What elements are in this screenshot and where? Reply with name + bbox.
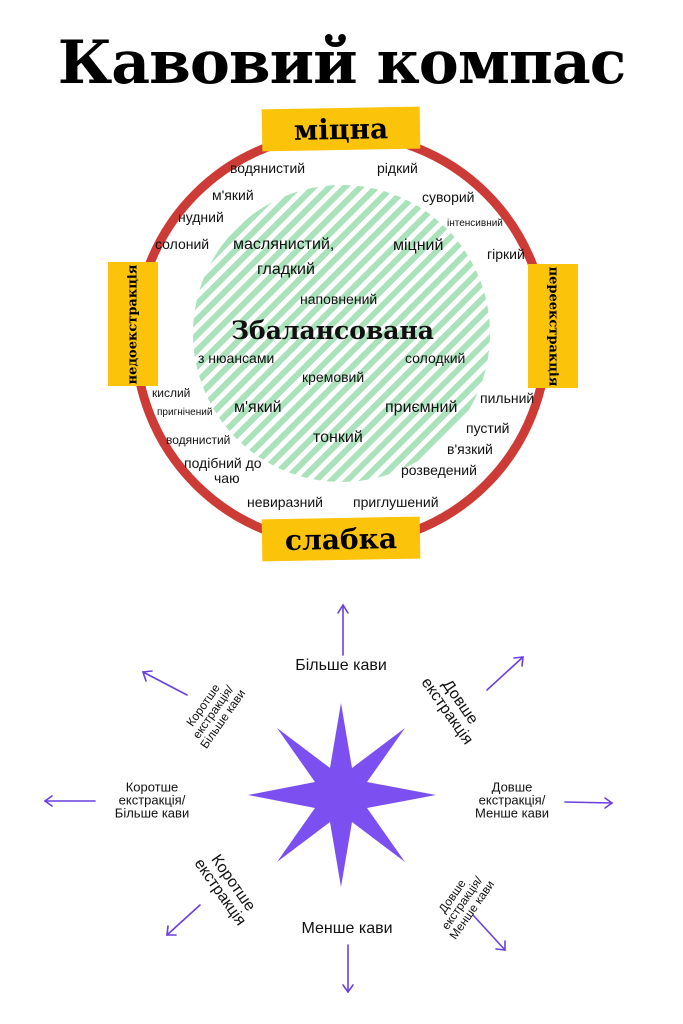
page-title: Кавовий компас — [57, 28, 627, 98]
descriptor: кремовий — [302, 369, 365, 385]
descriptor: розведений — [401, 462, 477, 478]
line: екстракція/ — [118, 792, 186, 808]
balanced-label: Збалансована — [231, 316, 434, 345]
descriptor: м'який — [212, 187, 254, 203]
descriptor: наповнений — [300, 291, 378, 307]
descriptor: солоний — [155, 236, 210, 252]
line: Менше кави — [474, 805, 550, 821]
arrow-southwest-icon — [166, 904, 201, 936]
descriptor: водянистий — [230, 160, 306, 176]
direction-west: Коротше екстракція/ Більше кави — [115, 781, 189, 820]
descriptor: приглушений — [353, 494, 439, 510]
arrow-north-icon — [337, 603, 349, 656]
descriptor: маслянистий, — [233, 236, 335, 253]
arrow-south-icon — [342, 944, 354, 994]
descriptor: міцний — [393, 237, 444, 254]
descriptor: інтенсивний — [447, 218, 503, 229]
descriptor: пустий — [466, 420, 510, 436]
descriptor: пильний — [480, 390, 535, 406]
arrow-northwest-icon — [141, 670, 188, 696]
descriptor: подібний до — [184, 455, 262, 471]
descriptor: з нюансами — [198, 350, 275, 366]
line: Довше — [491, 779, 533, 795]
descriptor: невиразний — [247, 494, 323, 510]
descriptor: суворий — [422, 189, 475, 205]
tag-underextraction: недоекстракція — [108, 262, 158, 386]
descriptor: пригнічений — [157, 407, 213, 418]
descriptor: солодкий — [405, 350, 466, 366]
descriptor: рідкий — [377, 160, 418, 176]
tag-overextraction: переекстракція — [528, 264, 578, 388]
descriptor: тонкий — [313, 429, 363, 446]
direction-east: Довше екстракція/ Менше кави — [475, 781, 549, 820]
line: екстракція/ — [478, 792, 546, 808]
direction-south: Менше кави — [301, 920, 393, 937]
arrow-southeast-icon — [472, 914, 506, 951]
descriptor: нудний — [178, 209, 224, 225]
direction-north: Більше кави — [295, 657, 387, 674]
descriptor: приємний — [385, 399, 458, 416]
descriptor: гіркий — [487, 246, 525, 262]
arrow-east-icon — [564, 797, 614, 809]
descriptor: кислий — [152, 386, 191, 400]
balanced-zone — [193, 185, 490, 482]
descriptor: в'язкий — [447, 441, 493, 457]
line: Коротше — [125, 779, 179, 795]
line: Більше кави — [114, 805, 190, 821]
descriptor: гладкий — [257, 261, 315, 278]
descriptor: чаю — [214, 470, 240, 486]
descriptor: водянистий — [166, 433, 231, 447]
arrow-northeast-icon — [486, 656, 524, 691]
compass-star-icon — [248, 703, 436, 887]
arrow-west-icon — [43, 795, 96, 807]
descriptor: м'який — [234, 399, 282, 416]
